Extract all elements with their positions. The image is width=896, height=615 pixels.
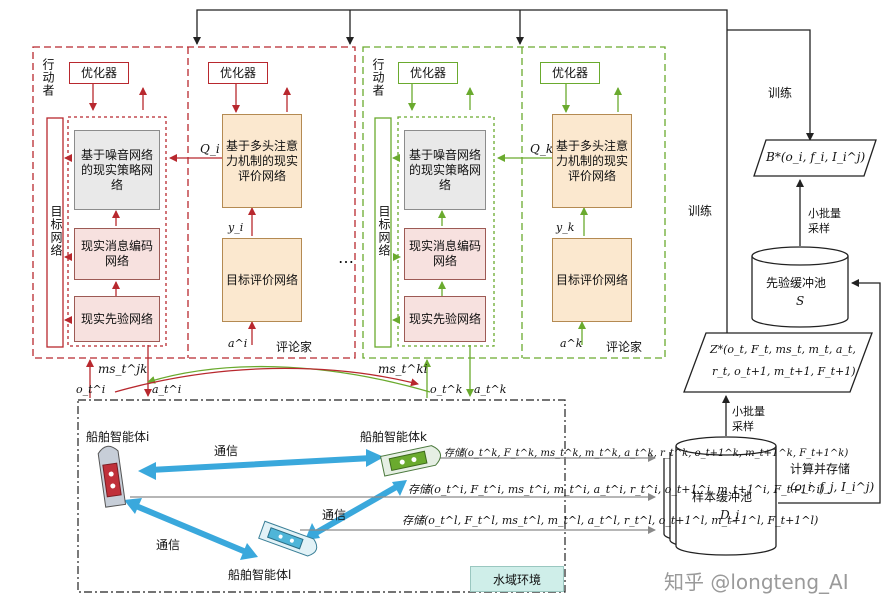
agent-k-label: 船舶智能体k	[360, 430, 427, 444]
store-arrows	[130, 454, 656, 534]
message-encoder-i: 现实消息编码网络	[74, 228, 160, 280]
ship-i-icon	[97, 445, 127, 508]
store-i-label: 存储(o_t^i, F_t^i, ms_t^i, m_t^i, a_t^i, r…	[408, 483, 825, 496]
policy-network-i: 基于噪音网络的现实策略网络	[74, 130, 160, 210]
optimizer-actor-k: 优化器	[398, 62, 458, 84]
prior-buffer-symbol: S	[796, 294, 805, 308]
z-parallelogram	[683, 332, 873, 393]
buffer-flows	[722, 179, 881, 504]
ellipsis: …	[338, 248, 354, 267]
comm-label-kl: 通信	[322, 508, 347, 522]
sample-label-top: 小批量采样	[808, 207, 841, 235]
watermark: 知乎 @longteng_AI	[664, 570, 849, 594]
train-label-top: 训练	[768, 86, 793, 100]
critic-network-i: 基于多头注意力机制的现实评价网络	[222, 114, 302, 208]
target-network-label-k: 目标网络	[377, 205, 391, 257]
message-arc-ki	[147, 365, 431, 393]
ship-l-icon	[258, 520, 318, 557]
o-t-i-label: o_t^i	[76, 383, 106, 396]
a-i-prime-label: a^i	[228, 337, 248, 350]
target-network-label-i: 目标网络	[49, 205, 63, 257]
prior-network-i: 现实先验网络	[74, 296, 160, 342]
message-encoder-k: 现实消息编码网络	[404, 228, 486, 280]
sample-label-bottom: 小批量采样	[732, 405, 765, 433]
prior-buffer-title: 先验缓冲池	[766, 276, 827, 290]
agent-k-arrows	[392, 84, 622, 398]
message-arc-jk	[114, 367, 419, 393]
b-formula: B*(o_i, f_i, I_i^j)	[766, 150, 866, 164]
prior-network-k: 现实先验网络	[404, 296, 486, 342]
tuple-label: (o_i, f_j, I_i^j)	[790, 480, 875, 494]
z-formula-line1: Z*(o_t, F_t, ms_t, m_t, a_t,	[710, 343, 856, 356]
actor-label-i: 行动者	[41, 58, 55, 97]
a-k-prime-label: a^k	[560, 337, 583, 350]
target-critic-k: 目标评价网络	[552, 238, 632, 322]
sample-buffer-symbol: D_i	[720, 508, 740, 522]
a-t-i-label: a_t^i	[152, 383, 182, 396]
optimizer-critic-k: 优化器	[540, 62, 600, 84]
environment-frame	[77, 399, 566, 593]
agent-i-arrows	[64, 84, 291, 398]
critic-label-i: 评论家	[276, 340, 313, 354]
optimizer-actor-i: 优化器	[69, 62, 129, 84]
ship-k-icon	[379, 445, 441, 477]
q-i-label: Q_i	[200, 142, 220, 156]
training-bus	[193, 9, 814, 362]
target-critic-i: 目标评价网络	[222, 238, 302, 322]
agent-k-frame	[362, 46, 666, 359]
y-k-label: y_k	[556, 221, 575, 234]
store-k-label: 存储(o_t^k, F_t^k, ms_t^k, m_t^k, a_t^k, r…	[444, 448, 849, 459]
ms-jk-label: ms_t^jk	[98, 362, 148, 376]
policy-network-k: 基于噪音网络的现实策略网络	[404, 130, 486, 210]
o-t-k-label: o_t^k	[430, 383, 463, 396]
agent-i-frame	[32, 46, 356, 359]
environment-label: 水域环境	[470, 566, 564, 592]
z-formula-line2: r_t, o_t+1, m_t+1, F_t+1)	[712, 365, 856, 378]
agent-i-label: 船舶智能体i	[86, 430, 150, 444]
q-k-label: Q_k	[530, 142, 554, 156]
actor-label-k: 行动者	[371, 58, 385, 97]
store-l-label: 存储(o_t^l, F_t^l, ms_t^l, m_t^l, a_t^l, r…	[402, 514, 819, 527]
critic-network-k: 基于多头注意力机制的现实评价网络	[552, 114, 632, 208]
critic-label-k: 评论家	[606, 340, 643, 354]
comm-label-ik: 通信	[214, 444, 239, 458]
prior-buffer-cylinder	[751, 246, 849, 328]
a-t-k-label: a_t^k	[474, 383, 507, 396]
train-label-side: 训练	[688, 204, 713, 218]
b-parallelogram	[753, 139, 877, 177]
compute-store-label: 计算并存储	[790, 462, 851, 476]
ms-ki-label: ms_t^ki	[378, 362, 428, 376]
sample-buffer-cylinder	[663, 436, 777, 556]
agent-l-label: 船舶智能体l	[228, 568, 292, 582]
communication-arrowheads	[124, 449, 407, 560]
communication-arrows	[133, 455, 401, 555]
optimizer-critic-i: 优化器	[208, 62, 268, 84]
sample-buffer-title: 样本缓冲池	[692, 490, 753, 504]
y-i-label: y_i	[228, 221, 244, 234]
comm-label-il: 通信	[156, 538, 181, 552]
